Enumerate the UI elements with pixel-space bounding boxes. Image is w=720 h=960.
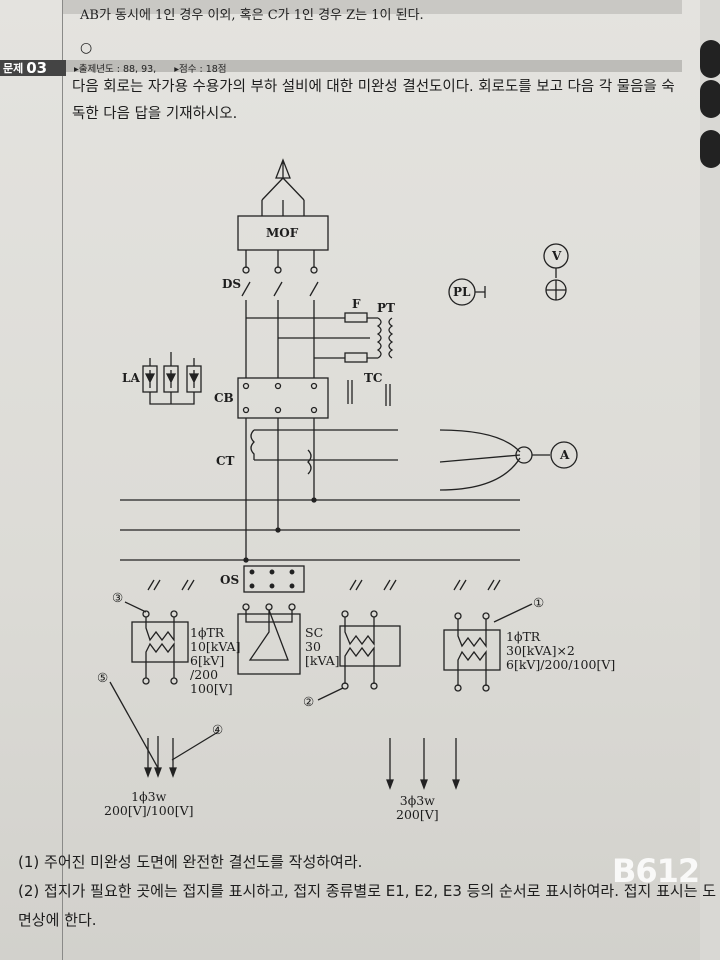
bus-lines [120,499,520,561]
fuse-label: F [352,297,361,311]
badge-number: 03 [26,59,48,77]
ct-label: CT [216,454,235,468]
marker-3: ③ [112,590,124,605]
fuse [344,312,368,323]
output-left-label: 1ϕ3w 200[V]/100[V] [104,789,194,818]
binder-ring [700,80,720,118]
pt-coil [367,317,382,359]
score: ▸점수 : 18점 [174,64,227,75]
cutout-switches [147,579,501,591]
os-box [243,565,305,593]
pl-label: PL [453,285,471,299]
marker-4: ④ [212,722,224,737]
question-meta: ▸출제년도 : 88, 93, ▸점수 : 18점 [74,61,245,75]
cb-box [237,377,329,419]
sub-question-1: (1) 주어진 미완성 도면에 완전한 결선도를 작성하여라. [18,853,363,871]
margin-line [62,0,63,960]
transformer-left [131,610,189,685]
incoming-line-symbol [261,158,305,201]
sc-spec: SC 30 [kVA] [305,625,340,668]
output-arrows [144,736,460,790]
mof-label: MOF [266,226,299,240]
b612-watermark: B612 [612,852,700,890]
ct-coil [250,429,398,461]
condenser-box [237,603,301,675]
binder-ring [700,40,720,78]
tr-right-spec: 1ϕTR 30[kVA]×2 6[kV]/200/100[V] [506,629,616,672]
output-right-label: 3ϕ3w 200[V] [396,793,439,822]
exam-years: ▸출제년도 : 88, 93, [74,64,157,75]
tr-left-spec: 1ϕTR 10[kVA] 6[kV] /200 100[V] [190,625,241,696]
v-label: V [552,249,562,263]
ds-label: DS [222,277,242,291]
mof-box [237,215,329,251]
question-header-bar [62,60,682,72]
cb-label: CB [214,391,234,405]
question-stem: 다음 회로는 자가용 수용가의 부하 설비에 대한 미완성 결선도이다. 회로도… [72,79,675,122]
lightning-arrester [142,352,202,405]
binder-ring [700,130,720,168]
sub-question-2: (2) 접지가 필요한 곳에는 접지를 표시하고, 접지 종류별로 E1, E2… [18,882,717,929]
badge-prefix: 문제 [3,62,24,75]
tc-label: TC [364,371,383,385]
os-label: OS [220,573,240,587]
sub-questions: (1) 주어진 미완성 도면에 완전한 결선도를 작성하여라. (2) 접지가 … [18,848,718,935]
pt-label: PT [377,301,395,315]
ammeter-symbol [550,441,578,469]
ds-switches [241,250,319,378]
marker-2: ② [303,694,315,709]
ammeter-label: A [560,448,570,462]
trip-coil-symbol [347,380,391,406]
marker-5: ⑤ [97,670,109,685]
textbook-page [0,0,700,960]
previous-answer-text: AB가 동시에 1인 경우 이외, 혹은 C가 1인 경우 Z는 1이 된다. [80,8,424,23]
marker-1: ① [533,595,545,610]
transformer-middle [339,610,401,690]
transformer-right [443,612,501,692]
previous-answer-band [62,0,682,14]
la-label: LA [122,371,140,385]
answer-mark: ○ [80,40,93,56]
